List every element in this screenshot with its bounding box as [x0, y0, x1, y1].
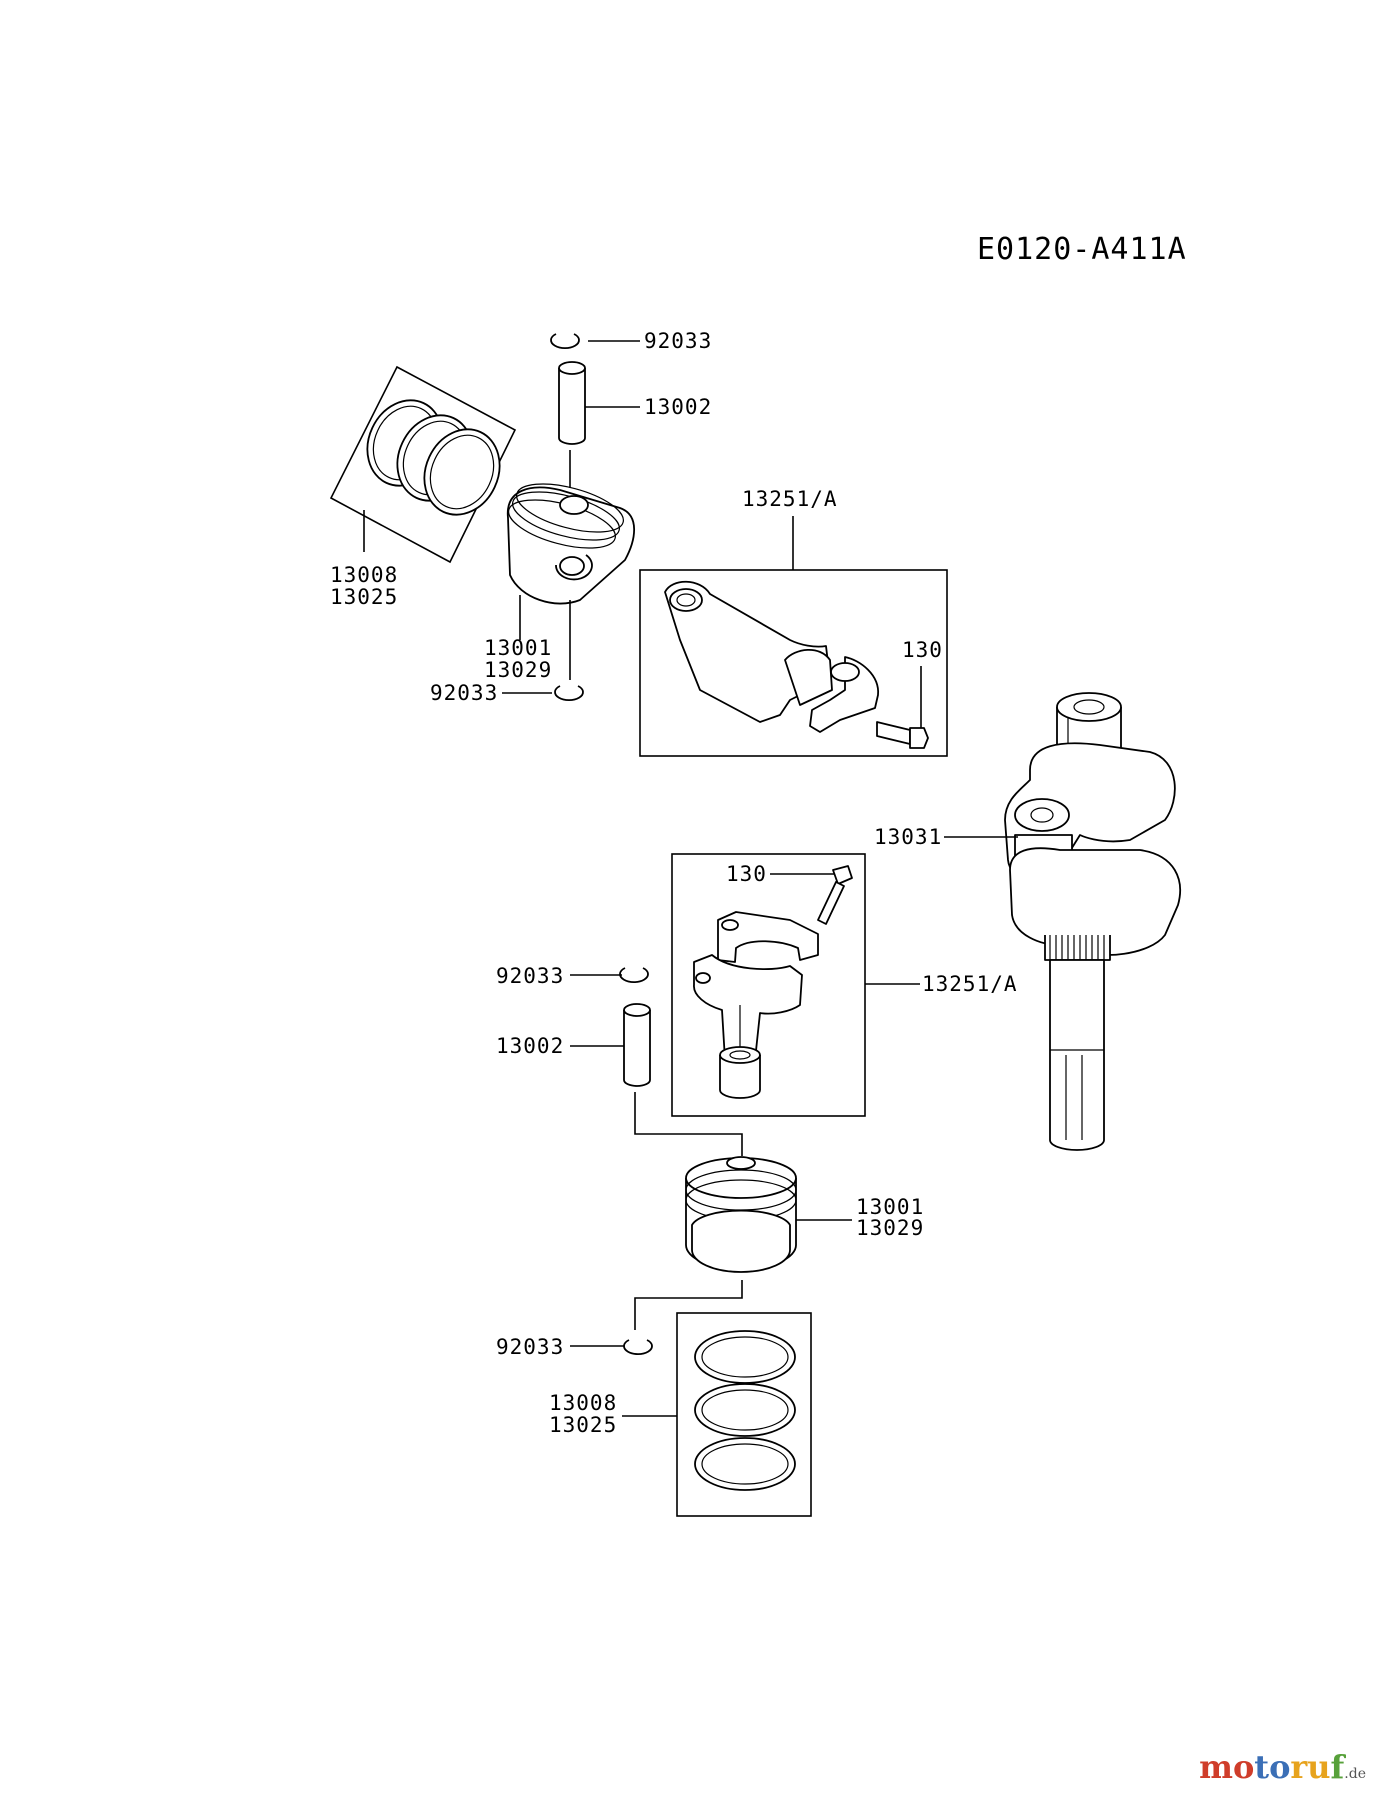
piston-top-part[interactable] — [504, 474, 635, 605]
label-13008-bottom[interactable]: 13008 — [549, 1391, 617, 1415]
piston-bottom-part[interactable] — [685, 1156, 797, 1273]
label-13029-bottom[interactable]: 13029 — [856, 1216, 924, 1240]
rod-bolt-bottom-part[interactable] — [817, 865, 853, 925]
piston-rings-set-top[interactable] — [329, 365, 517, 564]
label-130-bottom[interactable]: 130 — [726, 862, 767, 886]
label-92033-top[interactable]: 92033 — [644, 329, 712, 353]
leader-pin-to-piston — [634, 1092, 743, 1156]
label-92033-top-lower[interactable]: 92033 — [430, 681, 498, 705]
piston-pin-bottom-part[interactable] — [623, 1003, 651, 1087]
label-92033-bottom[interactable]: 92033 — [496, 964, 564, 988]
label-13025-top[interactable]: 13025 — [330, 585, 398, 609]
label-13031[interactable]: 13031 — [874, 825, 942, 849]
piston-rings-set-bottom[interactable] — [694, 1330, 796, 1491]
label-13002-bottom[interactable]: 13002 — [496, 1034, 564, 1058]
diagram-code: E0120-A411A — [977, 232, 1187, 267]
rod-assembly-box-bottom — [671, 853, 866, 1117]
snap-ring-bottom-part[interactable] — [619, 967, 649, 984]
connecting-rod-bottom-part[interactable] — [693, 911, 819, 1099]
leader-piston-to-ring — [634, 1280, 743, 1330]
label-13001-bottom[interactable]: 13001 — [856, 1195, 924, 1219]
label-13251A-bottom[interactable]: 13251/A — [922, 972, 1018, 996]
label-92033-bottom-lower[interactable]: 92033 — [496, 1335, 564, 1359]
label-13008-top[interactable]: 13008 — [330, 563, 398, 587]
watermark-logo: motoruf.de — [1199, 1748, 1366, 1786]
label-130-top[interactable]: 130 — [902, 638, 943, 662]
label-13002-top[interactable]: 13002 — [644, 395, 712, 419]
piston-pin-top-part[interactable] — [558, 361, 586, 445]
snap-ring-bottom-lower-part[interactable] — [623, 1339, 653, 1356]
rod-assembly-box-top — [639, 569, 948, 757]
label-13025-bottom[interactable]: 13025 — [549, 1413, 617, 1437]
label-13001-top[interactable]: 13001 — [484, 636, 552, 660]
snap-ring-top-lower-part[interactable] — [554, 685, 584, 702]
label-13029-top[interactable]: 13029 — [484, 658, 552, 682]
crankshaft-part[interactable] — [1004, 692, 1181, 1151]
label-13251A-top[interactable]: 13251/A — [742, 487, 838, 511]
rings-box-bottom — [676, 1312, 812, 1517]
snap-ring-top-part[interactable] — [550, 333, 580, 350]
connecting-rod-top-part[interactable] — [664, 580, 879, 733]
